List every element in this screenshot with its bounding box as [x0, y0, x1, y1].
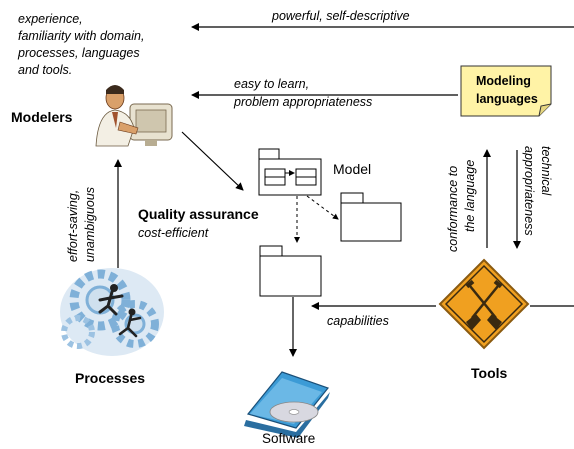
modeling-languages-line-2: languages: [476, 92, 538, 106]
model-package-main: [258, 148, 322, 196]
effort-saving-label: effort-saving,: [66, 189, 80, 262]
technical-label-line-1: technical: [539, 146, 553, 196]
conformance-label-line-2: the language: [463, 159, 477, 232]
cd-case-icon: [244, 371, 330, 438]
processes-title: Processes: [75, 370, 146, 386]
person-at-computer-icon: [95, 85, 173, 147]
easy-to-learn-label: easy to learn,: [234, 77, 310, 91]
dashed-dependency-right: [306, 195, 339, 220]
quality-assurance-title: Quality assurance: [138, 206, 259, 222]
modelers-requirements-line-1: experience,: [18, 12, 83, 26]
warning-sign-with-shovels-icon: [438, 258, 530, 350]
conformance-label-line-1: conformance to: [446, 165, 460, 252]
capabilities-label: capabilities: [327, 314, 389, 328]
software-label: Software: [262, 431, 316, 446]
modeling-languages-line-1: Modeling: [476, 74, 531, 88]
arrow-modelers-to-qa: [181, 131, 244, 191]
modelers-requirements-line-2: familiarity with domain,: [18, 29, 145, 43]
modeling-languages-note: [460, 65, 552, 117]
model-package-bottom: [259, 245, 322, 297]
model-package-right: [340, 192, 402, 242]
powerful-label: powerful, self-descriptive: [272, 9, 410, 23]
modelers-title: Modelers: [11, 109, 73, 125]
appropriateness-label-line-2: appropriateness: [522, 146, 536, 236]
unambiguous-label: unambiguous: [83, 186, 97, 262]
modelers-requirements-line-3: processes, languages: [18, 46, 140, 60]
gears-and-people-icon: [60, 268, 164, 356]
cost-efficient-label: cost-efficient: [138, 226, 209, 240]
problem-appropriateness-label: problem appropriateness: [234, 95, 373, 109]
tools-title: Tools: [471, 365, 508, 381]
modelers-requirements-line-4: and tools.: [18, 63, 73, 77]
model-label: Model: [333, 161, 372, 177]
